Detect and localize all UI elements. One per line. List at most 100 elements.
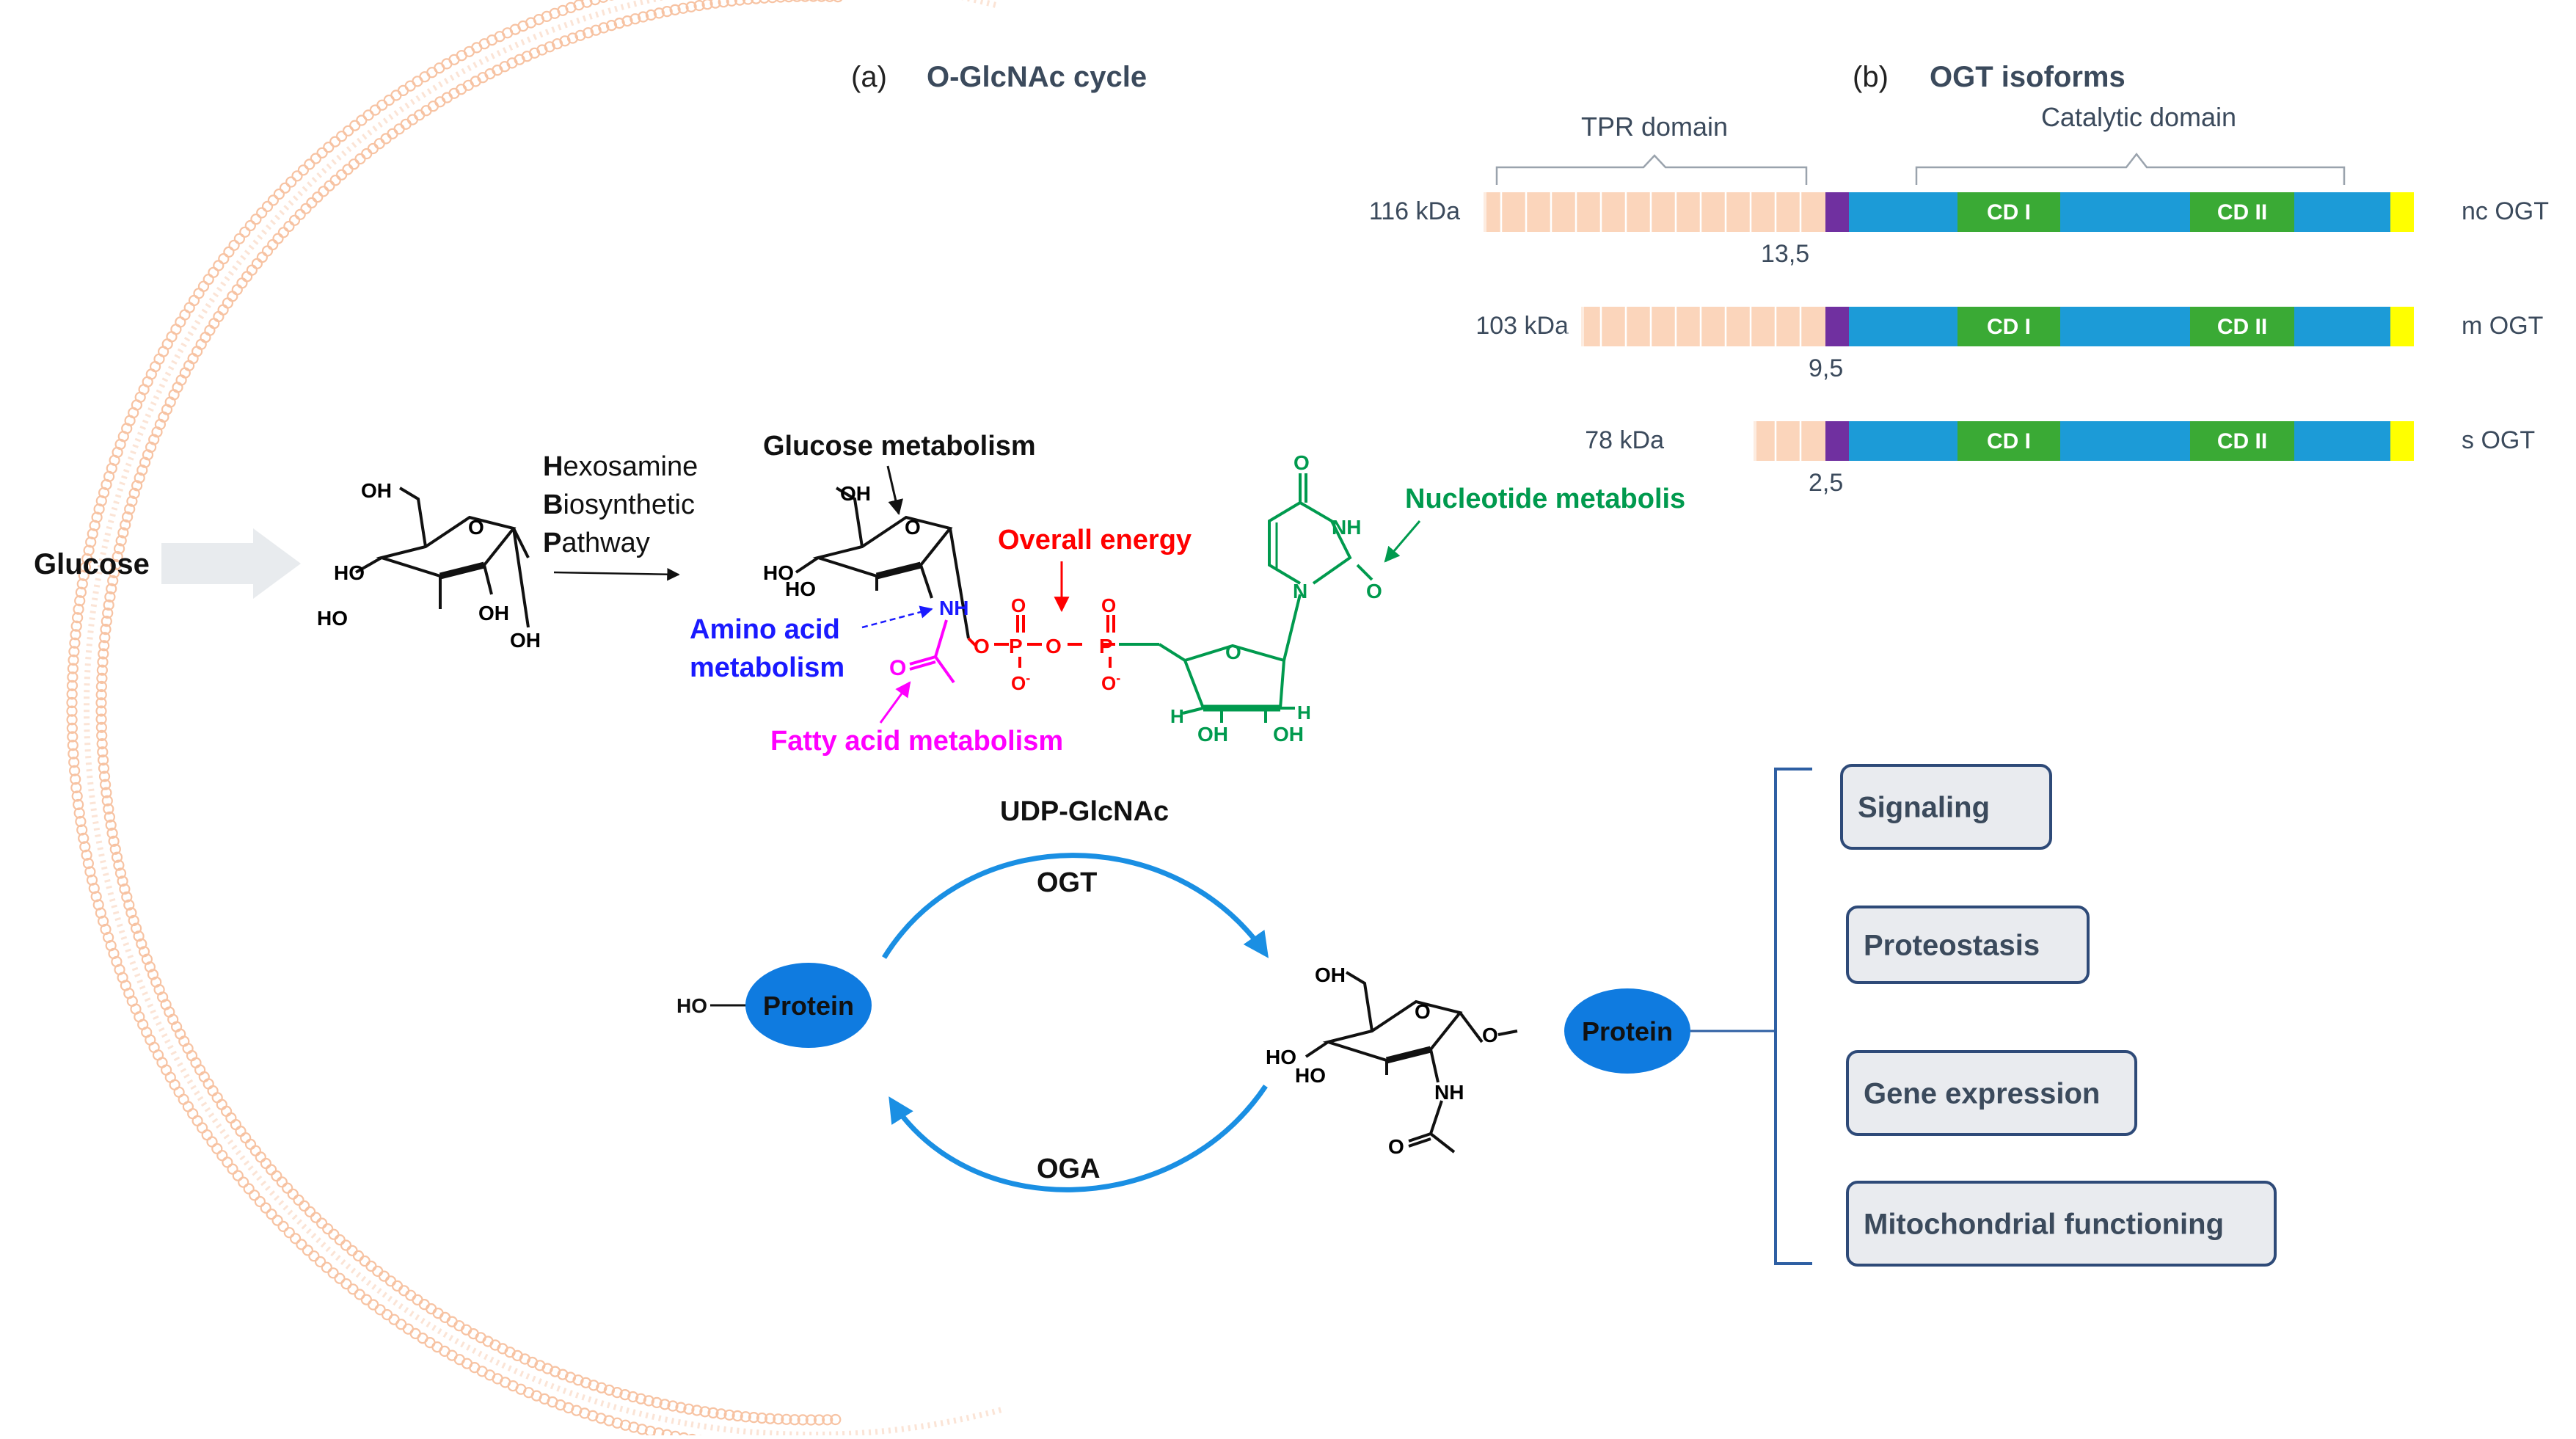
ogt-arrow [882,853,1269,959]
lipid-head [315,1256,326,1268]
lipid-head [343,125,354,136]
tpr-fade [1469,192,1486,232]
lipid-head [340,1239,352,1251]
lipid-head [67,663,79,674]
svg-text:Biosynthetic: Biosynthetic [543,489,695,520]
lipid-head [328,1228,340,1240]
arrow-nucleotide-metabolism [1384,520,1421,563]
lipid-head [756,1412,768,1424]
lipid-head [715,1408,727,1420]
lipid-head [232,1170,244,1181]
arrow-glucose-metabolism [886,465,903,516]
lipid-head [282,1182,293,1194]
linker-domain [1825,421,1849,461]
lipid-head [322,1223,334,1235]
lipid-head [334,1272,346,1284]
lipid-head [76,578,88,590]
function-box-gene-expression: Gene expression [1846,1050,2137,1136]
lipid-head [304,159,315,170]
lipid-head [109,843,121,855]
lipid-head [113,859,125,871]
lipid-head [368,1299,379,1311]
lipid-head [709,0,721,9]
lipid-head [334,1234,346,1246]
catalytic-domain [1849,307,2390,346]
lipid-head [216,1150,228,1162]
glucose-ho-1: HO [334,561,365,584]
phosphate-p-2: P [1099,635,1113,657]
lipid-head [294,208,306,220]
lipid-head [267,238,279,251]
cd1-label: CD I [1987,200,2031,225]
tpr-fade [1739,421,1756,461]
lipid-head [748,1411,760,1424]
lipid-head [227,1163,238,1175]
lipid-head [378,1270,390,1282]
lipid-head [101,795,113,806]
lipid-head [683,1403,695,1415]
lipid-head [213,260,225,272]
lipid-head [327,1267,339,1279]
lipid-head [230,1118,241,1131]
lipid-head [95,705,107,717]
lipid-head [233,233,245,244]
lipid-head [256,207,268,219]
lipid-head [661,6,673,18]
lipid-head [250,214,262,225]
lipid-head [112,550,123,563]
lipid-head [125,907,137,919]
panel-b-letter: (b) [1853,61,1889,93]
catalytic-domain [1849,192,2390,232]
lipid-head [613,18,625,29]
oglcnac-ring-o: O [1415,1000,1431,1023]
lipid-head [70,629,81,641]
lipid-head [677,2,689,14]
protein-free [745,963,872,1048]
lipid-head [329,175,341,186]
ribose-oh-2: OH [1273,723,1304,746]
lipid-head [360,1294,372,1305]
function-box-mitochondrial-functioning: Mitochondrial functioning [1846,1181,2277,1267]
lipid-head [225,1112,237,1124]
lipid-head [776,0,786,3]
lipid-head [731,1410,743,1422]
lipid-head [267,194,279,206]
lipid-head [277,227,289,238]
lipid-head [271,1170,282,1182]
lipid-head [200,332,211,343]
lipid-head [122,511,134,523]
label-udp-glcnac: UDP-GlcNAc [1000,796,1169,827]
lipid-head [661,1429,673,1439]
lipid-head [767,0,778,4]
lipid-head [323,142,335,153]
cd1-label: CD I [1987,315,2031,339]
panel-a-title: O-GlcNAc cycle [927,61,1147,93]
lipid-head [645,9,657,21]
glucose-oh-1: OH [361,479,392,502]
glcnac-oh: OH [840,482,871,505]
lipid-head [387,128,398,139]
isoform-tpr-count: 13,5 [1761,240,1809,268]
lipid-head [589,0,601,6]
lipid-head [669,4,681,15]
lipid-head [427,101,439,112]
lipid-head [105,819,117,831]
lipid-head [348,159,360,170]
uracil-o-1: O [1294,451,1310,474]
c-terminal-domain [2390,421,2414,461]
lipid-head [388,1314,400,1325]
lipid-head [316,147,328,159]
isoform-tpr-count: 9,5 [1809,354,1843,382]
lipid-head [288,214,301,226]
ribose-h-1: H [1170,705,1184,727]
lipid-head [420,105,432,117]
lipid-head [751,0,762,4]
o-glcnac-molecule: OH O HO HO NH O O [1266,963,1518,1158]
lipid-head [103,811,115,823]
lipid-head [97,746,109,758]
lipid-head [384,1275,397,1287]
lipid-head [279,182,291,194]
tpr-domain [1754,421,1825,461]
